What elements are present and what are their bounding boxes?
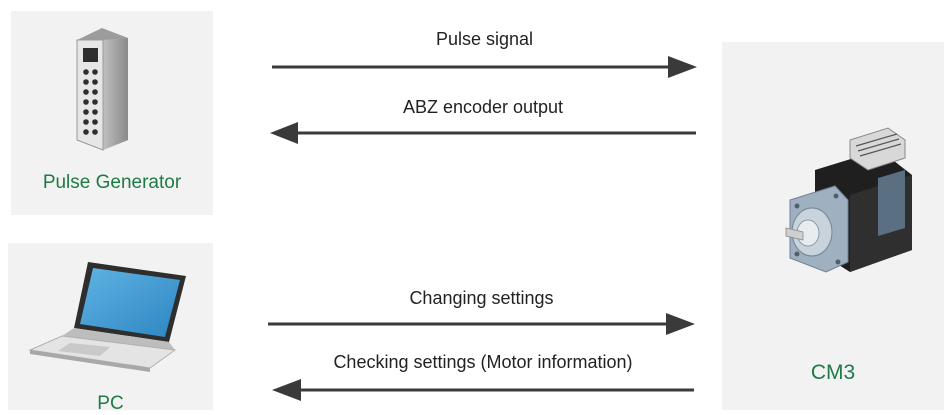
motor-icon [785,127,912,273]
pulse-generator-icon [76,28,128,151]
motor-label: CM3 [810,361,856,384]
abz-encoder-output-label: ABZ encoder output [402,97,564,117]
changing-settings-label: Changing settings [409,288,554,308]
arrow-abz-encoder-output [270,122,696,144]
pulse-generator-label: Pulse Generator [42,172,182,193]
laptop-icon [28,262,186,372]
pc-label: PC [97,393,124,414]
arrow-pulse-signal [272,56,697,78]
arrow-changing-settings [268,313,695,335]
arrow-checking-settings [272,379,694,401]
pulse-signal-label: Pulse signal [435,29,534,49]
checking-settings-label: Checking settings (Motor information) [333,352,633,372]
